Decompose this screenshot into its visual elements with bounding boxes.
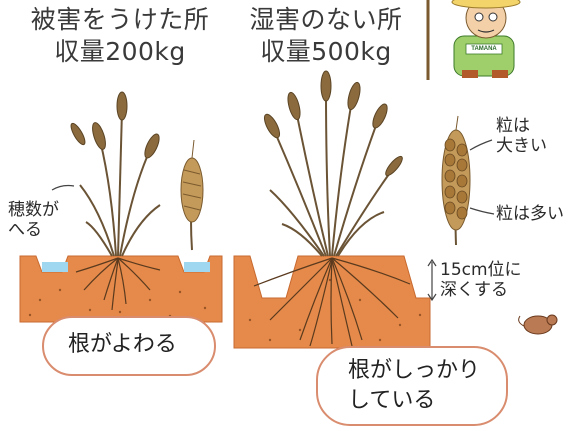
left-soil-block [19,255,223,323]
left-wheat-ears [70,91,160,159]
left-title-line1: 被害をうけた所 [30,5,210,34]
bubble-strong-roots-line1: 根がしっかり [348,358,481,383]
bubble-weak-roots-text: 根がよわる [68,332,177,357]
right-soil-block [233,255,431,349]
grain-big-arrow [469,139,493,151]
left-big-ear [180,139,204,251]
label-ears-fewer-line2: へる [8,220,42,240]
ears-fewer-arrow [51,184,75,191]
bubble-weak-roots: 根がよわる [42,316,216,376]
right-title-line2: 収量500kg [260,37,392,66]
label-arrows [51,139,495,302]
label-grain-big-line1: 粒は [496,116,530,136]
left-title: 被害をうけた所 収量200kg [20,4,220,68]
bubble-strong-roots: 根がしっかり している [316,346,508,426]
bubble-strong-roots-line2: している [348,388,436,413]
label-ears-fewer: 穂数が へる [8,200,59,240]
left-wheat-plant [79,109,161,257]
left-water-furrow-1 [42,262,68,272]
left-water-furrow-2 [184,262,210,272]
label-grain-big-line2: 大きい [496,136,547,156]
label-grain-big: 粒は 大きい [496,116,547,156]
right-wheat-plant [269,89,393,257]
right-wheat-ears [263,70,403,177]
right-title: 湿害のない所 収量500kg [236,4,416,68]
label-ridge-depth: 15cm位に 深くする [440,260,522,300]
right-title-line1: 湿害のない所 [249,5,403,34]
mouse-illustration [518,314,558,335]
label-grain-many: 粒は多い [496,204,564,224]
label-ridge-depth-line1: 15cm位に [440,260,522,280]
right-big-ear [441,115,471,246]
farmer-mascot [426,0,521,80]
grain-many-arrow [469,207,495,215]
left-title-line2: 収量200kg [54,37,186,66]
label-ridge-depth-line2: 深くする [440,280,508,300]
mascot-badge: TAMANA [471,46,497,52]
label-ears-fewer-line1: 穂数が [8,200,59,220]
